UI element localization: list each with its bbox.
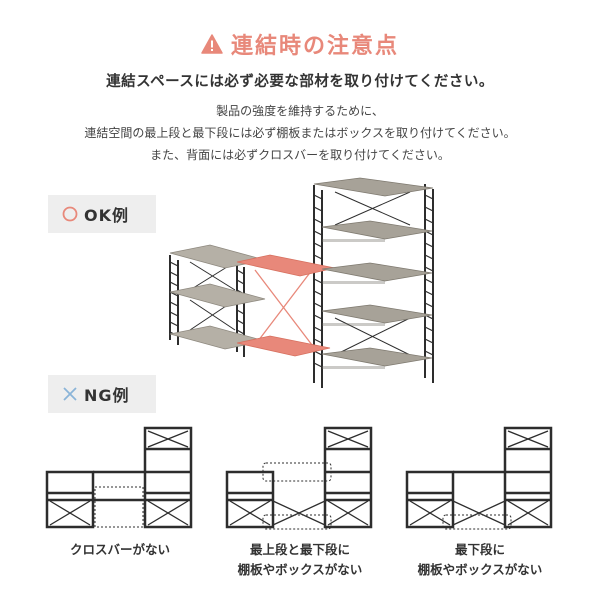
ng-caption-1: クロスバーがない — [45, 540, 195, 560]
ng-example-2-diagram — [225, 426, 373, 530]
page-title: 連結時の注意点 — [230, 34, 399, 59]
ng-caption-2: 最上段と最下段に 棚板やボックスがない — [220, 540, 380, 580]
ng-caption-line: 最下段に — [454, 542, 505, 557]
ng-label-text: NG例 — [84, 386, 130, 405]
ng-caption-line: クロスバーがない — [69, 542, 170, 557]
ng-caption-line: 最上段と最下段に — [249, 542, 350, 557]
ng-example-label: NG例 — [48, 375, 156, 413]
cross-icon — [63, 387, 77, 401]
body-line: また、背面には必ずクロスバーを取り付けてください。 — [150, 148, 450, 162]
ng-caption-3: 最下段に 棚板やボックスがない — [400, 540, 560, 580]
body-line: 連結空間の最上段と最下段には必ず棚板またはボックスを取り付けてください。 — [84, 126, 516, 140]
lead-text: 連結スペースには必ず必要な部材を取り付けてください。 — [106, 74, 494, 90]
ng-example-3-diagram — [405, 426, 553, 530]
circle-icon — [62, 206, 78, 222]
body-text: 製品の強度を維持するために、 連結空間の最上段と最下段には必ず棚板またはボックス… — [0, 100, 600, 166]
ok-example-label: OK例 — [48, 195, 156, 233]
ng-example-1-diagram — [45, 426, 193, 529]
ng-caption-line: 棚板やボックスがない — [237, 562, 363, 577]
body-line: 製品の強度を維持するために、 — [216, 104, 384, 118]
warning-triangle-icon — [201, 34, 223, 54]
title-row: 連結時の注意点 — [0, 28, 600, 60]
ng-caption-line: 棚板やボックスがない — [417, 562, 543, 577]
ok-label-text: OK例 — [84, 206, 130, 225]
